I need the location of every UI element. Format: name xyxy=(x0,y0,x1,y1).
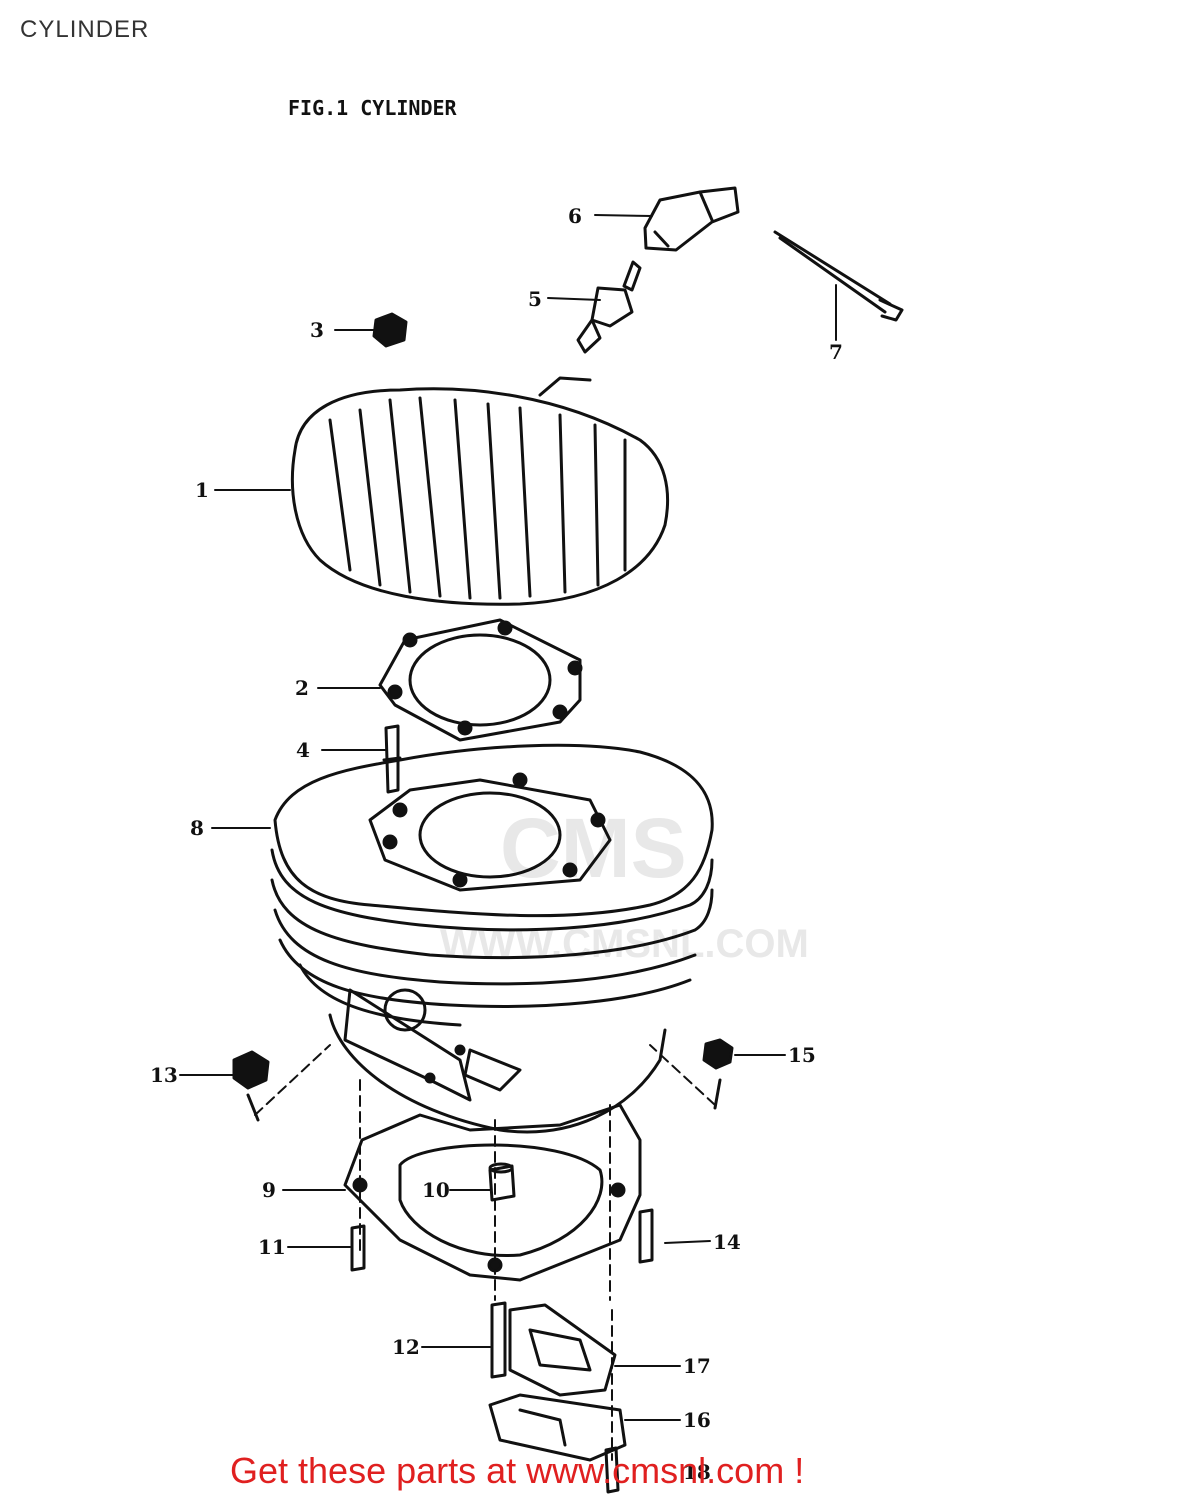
callout-12: 12 xyxy=(392,1335,420,1359)
callout-3: 3 xyxy=(310,318,324,342)
long-bolt-part xyxy=(773,230,904,322)
dowel-part xyxy=(488,1162,516,1202)
callout-7: 7 xyxy=(829,340,843,364)
callout-14: 14 xyxy=(713,1230,741,1254)
stud-part xyxy=(382,724,402,794)
callout-1: 1 xyxy=(195,478,209,502)
promo-link[interactable]: Get these parts at www.cmsnl.com ! xyxy=(230,1450,805,1491)
callout-11: 11 xyxy=(258,1235,286,1259)
page-title: CYLINDER xyxy=(20,16,150,43)
callout-6: 6 xyxy=(568,204,582,228)
callout-16: 16 xyxy=(683,1408,711,1432)
callout-5: 5 xyxy=(528,287,542,311)
callout-17: 17 xyxy=(683,1354,711,1378)
cylinder-head-part xyxy=(290,376,669,606)
bolt-18-part xyxy=(604,1446,620,1494)
figure-title: FIG.1 CYLINDER xyxy=(288,96,457,120)
leader-lines xyxy=(254,1044,716,1461)
stud-12-part xyxy=(490,1301,507,1379)
callout-9: 9 xyxy=(262,1178,276,1202)
nut-13-part xyxy=(232,1050,270,1090)
callout-13: 13 xyxy=(150,1063,178,1087)
callout-4: 4 xyxy=(296,738,310,762)
callout-leaders xyxy=(179,214,837,1421)
plug-cap-part xyxy=(643,186,740,252)
callout-15: 15 xyxy=(788,1043,816,1067)
callout-8: 8 xyxy=(190,816,204,840)
nut-15-part xyxy=(702,1038,734,1070)
reed-valve-part xyxy=(488,1393,627,1462)
leader-tick-15 xyxy=(713,1078,722,1110)
spark-plug-part xyxy=(576,260,642,354)
reed-gasket-part xyxy=(508,1303,617,1397)
cylinder-block-part xyxy=(270,743,714,1134)
head-gasket-part xyxy=(378,618,583,742)
leader-tick-13 xyxy=(246,1093,260,1122)
callout-10: 10 xyxy=(422,1178,450,1202)
nut-part xyxy=(372,312,408,348)
callout-2: 2 xyxy=(295,676,309,700)
callout-18: 18 xyxy=(683,1460,711,1484)
base-gasket-part xyxy=(343,1103,642,1282)
stud-14-part xyxy=(638,1208,654,1264)
stud-11-part xyxy=(350,1224,366,1272)
